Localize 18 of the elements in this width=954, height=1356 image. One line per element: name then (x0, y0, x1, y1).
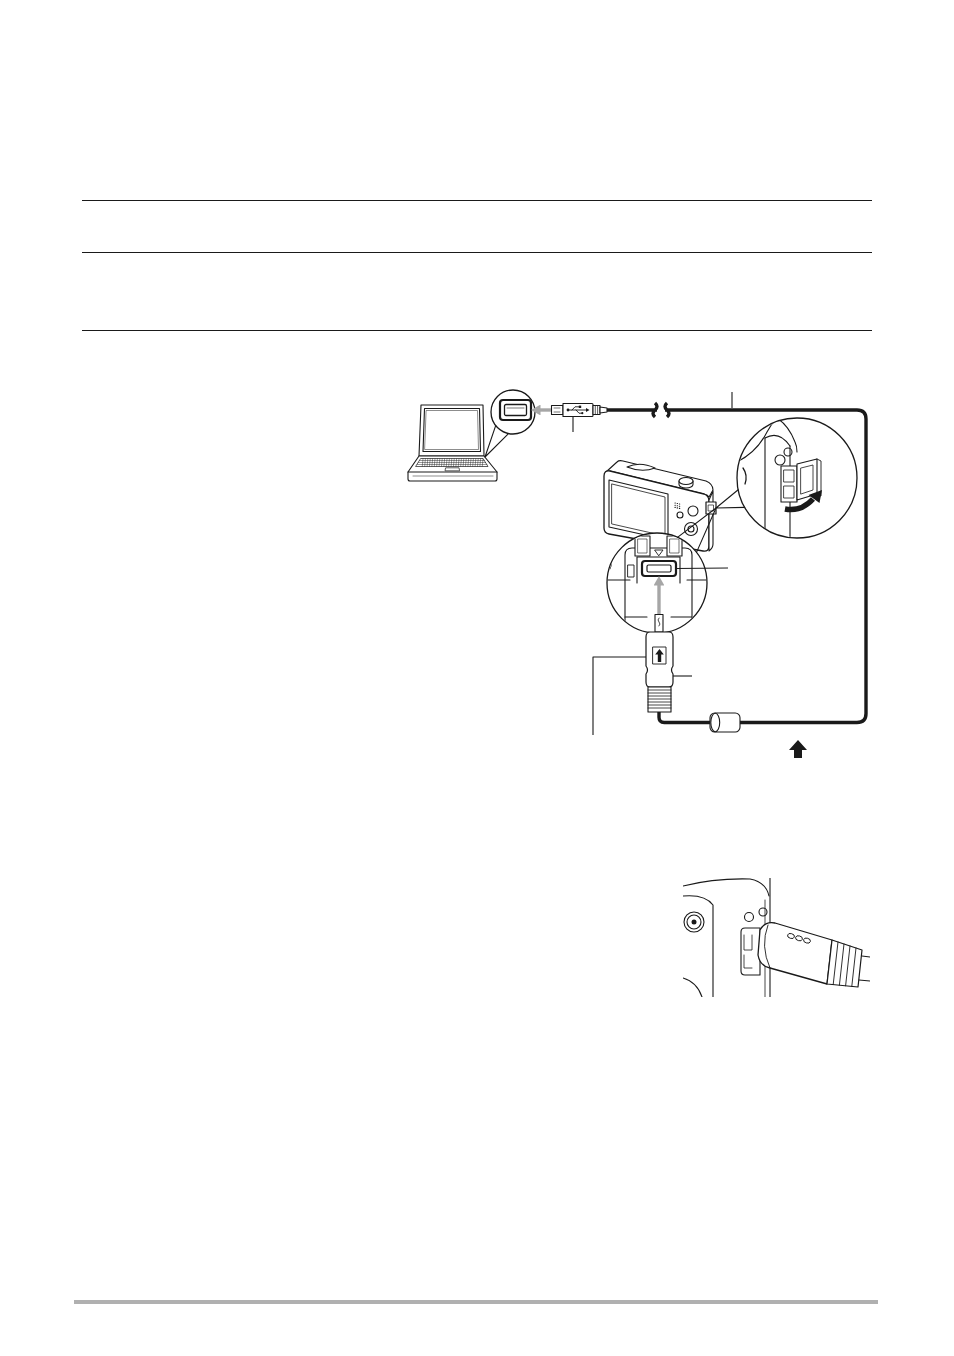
usb-port (640, 559, 678, 578)
laptop-computer (407, 404, 498, 482)
leader-line (572, 416, 574, 433)
callout-pointer (484, 425, 510, 458)
ferrite-core (709, 712, 741, 733)
usb-cable (605, 401, 868, 725)
insertion-arrow (653, 576, 665, 614)
usb-cable (657, 712, 710, 725)
leader-line (675, 567, 729, 570)
magnifier-circle (490, 389, 536, 435)
insertion-arrow (531, 404, 551, 416)
callout-pointer (715, 489, 746, 509)
magnifier-circle (736, 417, 858, 539)
usb-plug (550, 402, 608, 418)
leader-line (592, 656, 647, 736)
usb-port (498, 398, 533, 422)
micro-usb-plug (645, 613, 674, 713)
leader-line (672, 675, 693, 677)
